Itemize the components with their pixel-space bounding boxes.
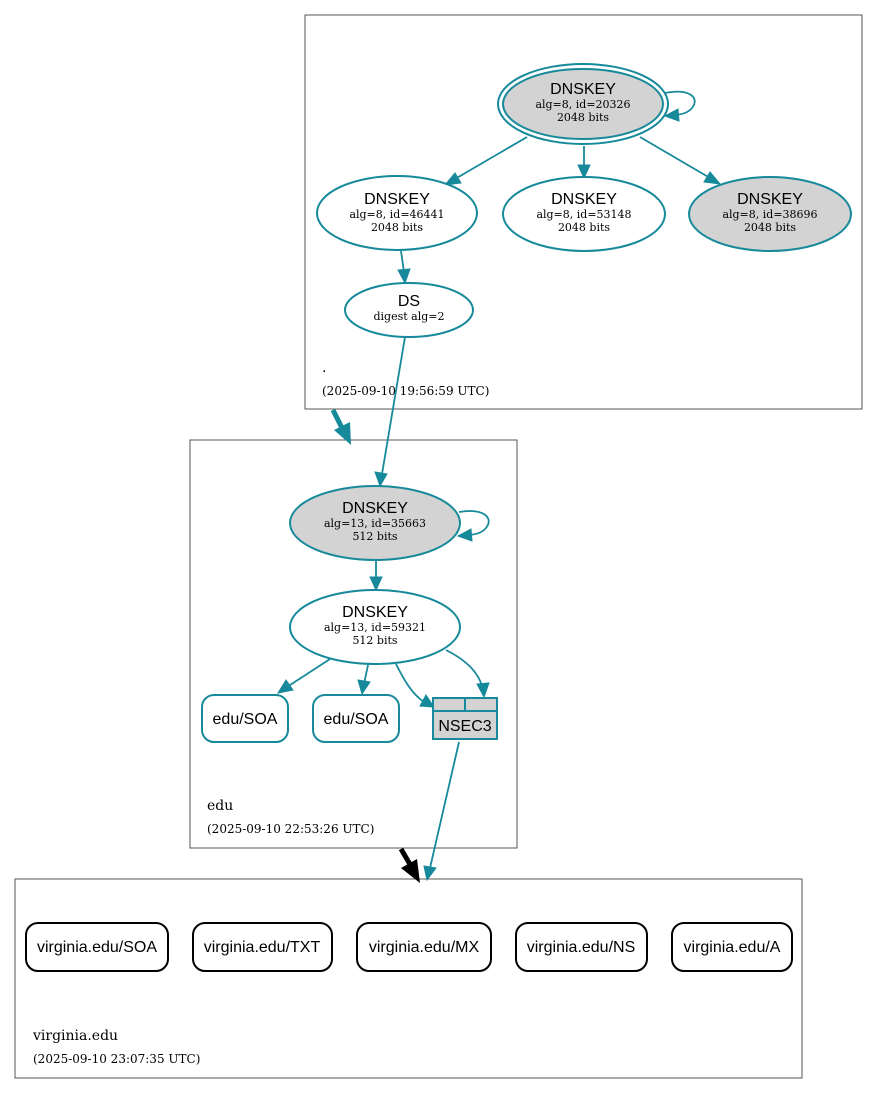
node-root-ksk[interactable]: DNSKEY alg=8, id=20326 2048 bits: [497, 63, 669, 145]
node-edu-ds[interactable]: DS digest alg=2: [344, 282, 474, 338]
node-root-zsk1[interactable]: DNSKEY alg=8, id=46441 2048 bits: [316, 175, 478, 251]
node-edu-ksk[interactable]: DNSKEY alg=13, id=35663 512 bits: [289, 485, 461, 561]
node-edu-zsk-title: DNSKEY: [342, 604, 408, 621]
edges: [276, 90, 722, 883]
node-root-zsk2[interactable]: DNSKEY alg=8, id=53148 2048 bits: [502, 176, 666, 252]
edge-edu-ksk-self: [458, 510, 490, 536]
node-nsec3-label: NSEC3: [438, 718, 491, 735]
node-root-zsk3[interactable]: DNSKEY alg=8, id=38696 2048 bits: [688, 176, 852, 252]
zone-virginia-box: [14, 878, 803, 1079]
zone-virginia-name: virginia.edu: [32, 1028, 118, 1044]
arrowhead-root-ksk-self: [663, 108, 680, 122]
node-edu-ksk-shape: [289, 485, 461, 561]
zone-edu-timestamp: (2025-09-10 22:53:26 UTC): [207, 822, 374, 836]
node-root-zsk3-title: DNSKEY: [737, 191, 803, 208]
edge-root-ksk-self: [664, 90, 696, 116]
arrowhead-root-zsk1-to-ds: [397, 268, 411, 285]
arrowhead-ds-to-edu-ksk: [374, 471, 388, 488]
node-virginia-a-label: virginia.edu/A: [684, 939, 781, 956]
node-virginia-a-shape: [671, 922, 793, 972]
zone-virginia: virginia.edu (2025-09-10 23:07:35 UTC): [14, 878, 803, 1079]
node-virginia-mx-shape: [356, 922, 492, 972]
node-root-ksk-line2: 2048 bits: [557, 111, 609, 124]
arrowhead-delegation-root-to-edu: [334, 422, 351, 445]
edge-edu-zsk-to-nsec3-a: [395, 663, 425, 703]
edge-root-ksk-to-zsk3: [639, 136, 711, 179]
arrowhead-nsec3-to-virginia: [423, 865, 437, 882]
arrowhead-edu-zsk-to-nsec3-a: [419, 694, 435, 708]
arrowhead-edu-zsk-to-soa2: [357, 679, 371, 696]
node-virginia-txt[interactable]: virginia.edu/TXT: [192, 922, 333, 972]
node-virginia-ns[interactable]: virginia.edu/NS: [515, 922, 648, 972]
node-edu-soa-1-shape: [201, 694, 289, 743]
node-root-zsk3-line1: alg=8, id=38696: [722, 208, 817, 221]
zone-root-box: [304, 14, 863, 410]
delegation-edu-to-virginia: [398, 847, 414, 868]
node-edu-ksk-line2: 512 bits: [352, 530, 397, 543]
node-root-zsk2-line2: 2048 bits: [558, 221, 610, 234]
node-root-ksk-line1: alg=8, id=20326: [535, 98, 630, 111]
edge-root-ksk-to-zsk1: [454, 136, 528, 180]
node-root-zsk3-shape: [688, 176, 852, 252]
arrowhead-root-ksk-to-zsk1: [443, 172, 462, 186]
node-edu-soa-2[interactable]: edu/SOA: [312, 694, 400, 743]
zone-edu: edu (2025-09-10 22:53:26 UTC): [189, 439, 518, 849]
node-edu-soa-2-shape: [312, 694, 400, 743]
arrowhead-root-ksk-to-zsk3: [703, 171, 722, 185]
arrowhead-delegation-edu-to-virginia: [401, 859, 420, 883]
node-edu-ds-line1: digest alg=2: [373, 310, 444, 323]
node-root-zsk1-line2: 2048 bits: [371, 221, 423, 234]
node-root-ksk-outer: [497, 63, 669, 145]
node-virginia-mx-label: virginia.edu/MX: [369, 939, 480, 956]
node-virginia-txt-label: virginia.edu/TXT: [204, 939, 321, 956]
node-edu-zsk-line2: 512 bits: [352, 634, 397, 647]
node-root-zsk1-title: DNSKEY: [364, 191, 430, 208]
node-root-ksk-inner: [502, 68, 664, 140]
node-root-zsk1-shape: [316, 175, 478, 251]
zone-root-timestamp: (2025-09-10 19:56:59 UTC): [322, 384, 489, 398]
node-root-zsk3-line2: 2048 bits: [744, 221, 796, 234]
node-virginia-a[interactable]: virginia.edu/A: [671, 922, 793, 972]
node-edu-soa-2-label: edu/SOA: [324, 711, 389, 728]
node-root-zsk1-line1: alg=8, id=46441: [349, 208, 444, 221]
node-virginia-soa[interactable]: virginia.edu/SOA: [25, 922, 169, 972]
node-edu-soa-1[interactable]: edu/SOA: [201, 694, 289, 743]
node-edu-ksk-title: DNSKEY: [342, 500, 408, 517]
node-edu-ds-title: DS: [398, 293, 420, 310]
node-edu-ksk-line1: alg=13, id=35663: [324, 517, 426, 530]
arrowhead-edu-ksk-to-zsk: [369, 576, 383, 592]
node-edu-zsk-line1: alg=13, id=59321: [324, 621, 426, 634]
node-virginia-txt-shape: [192, 922, 333, 972]
node-edu-soa-1-label: edu/SOA: [213, 711, 278, 728]
node-root-zsk2-title: DNSKEY: [551, 191, 617, 208]
node-virginia-mx[interactable]: virginia.edu/MX: [356, 922, 492, 972]
edge-nsec3-to-virginia: [429, 741, 460, 869]
node-root-zsk2-line1: alg=8, id=53148: [536, 208, 631, 221]
arrowhead-edu-zsk-to-nsec3-b: [476, 682, 490, 699]
edge-edu-zsk-to-nsec3-b: [445, 649, 483, 687]
node-edu-zsk[interactable]: DNSKEY alg=13, id=59321 512 bits: [289, 589, 461, 665]
node-edu-zsk-shape: [289, 589, 461, 665]
zone-edu-box: [189, 439, 518, 849]
node-nsec3[interactable]: NSEC3: [432, 697, 498, 740]
node-virginia-ns-label: virginia.edu/NS: [527, 939, 636, 956]
arrowhead-root-ksk-to-zsk2: [577, 164, 591, 180]
zone-edu-name: edu: [207, 798, 233, 814]
node-virginia-ns-shape: [515, 922, 648, 972]
edge-root-zsk1-to-ds: [400, 250, 405, 273]
node-edu-ds-shape: [344, 282, 474, 338]
node-virginia-soa-shape: [25, 922, 169, 972]
zone-root-name: .: [322, 360, 326, 376]
zone-virginia-timestamp: (2025-09-10 23:07:35 UTC): [33, 1052, 200, 1066]
zone-root: . (2025-09-10 19:56:59 UTC): [304, 14, 863, 410]
node-root-ksk-title: DNSKEY: [550, 81, 616, 98]
arrowhead-edu-ksk-self: [456, 528, 473, 542]
node-virginia-soa-label: virginia.edu/SOA: [37, 939, 157, 956]
edge-ds-to-edu-ksk: [381, 336, 406, 475]
edge-edu-zsk-to-soa1: [286, 658, 331, 688]
node-root-zsk2-shape: [502, 176, 666, 252]
arrowhead-edu-zsk-to-soa1: [276, 679, 294, 694]
